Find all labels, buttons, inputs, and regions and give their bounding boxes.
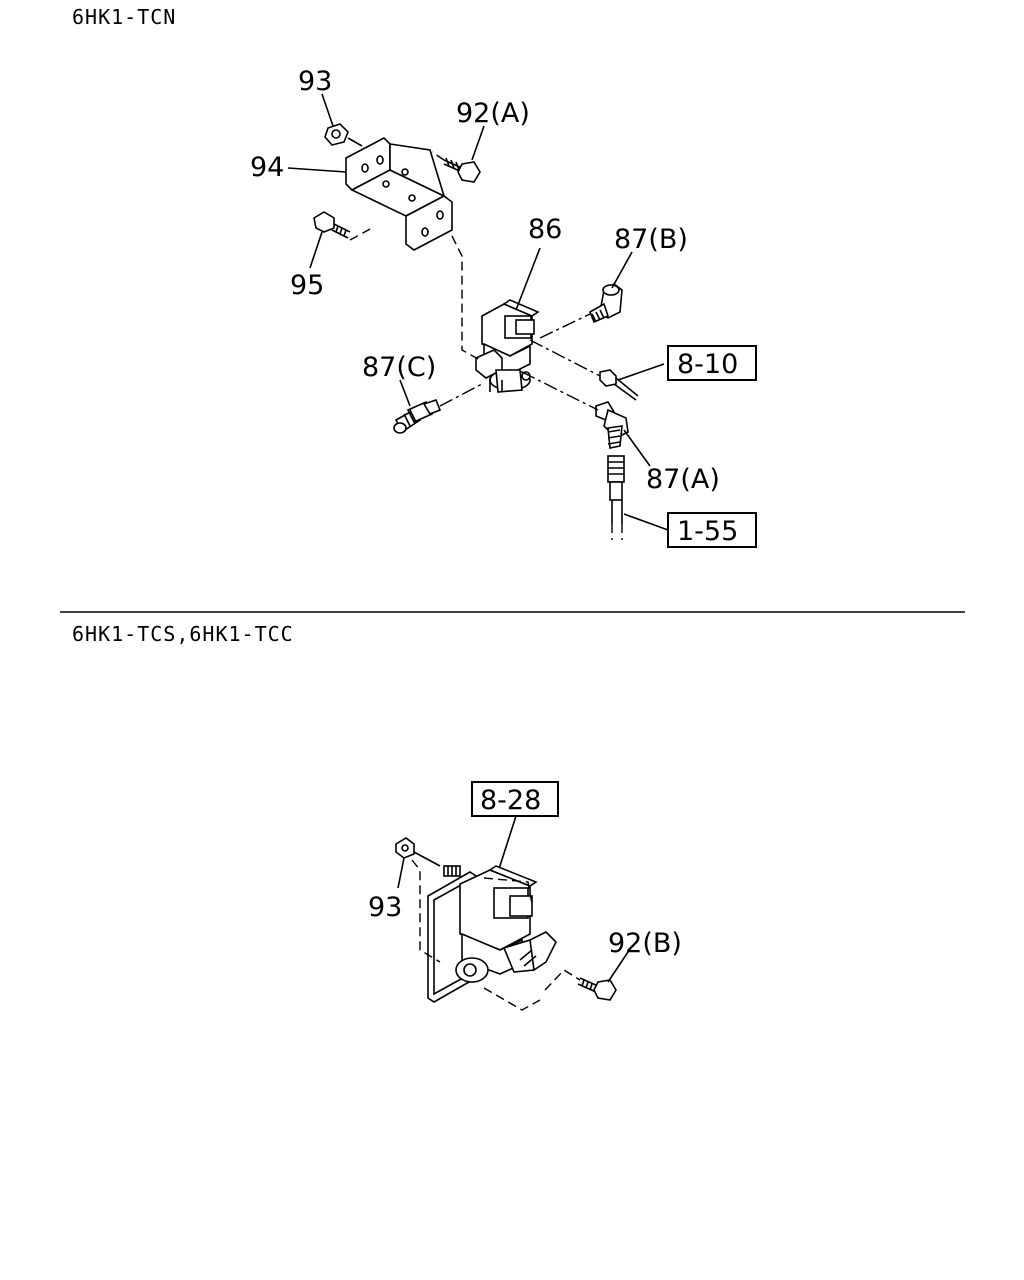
section-title-bottom: 6HK1-TCS,6HK1-TCC — [72, 622, 294, 646]
bolt-95 — [313, 211, 351, 239]
bolt-92a — [443, 157, 481, 183]
ref-1-55: 1-55 — [677, 516, 738, 547]
connector-8-10 — [599, 369, 639, 401]
top-assembly: 93 92(A) 94 95 86 87(B) 87(C) 87(A) 8-10… — [250, 66, 757, 548]
bolt-92b — [577, 977, 617, 1001]
bracket-bolt — [443, 865, 461, 877]
callout-87c: 87(C) — [362, 352, 436, 383]
ref-box-1-55 — [667, 512, 757, 548]
callout-87b: 87(B) — [614, 224, 688, 255]
fitting-87b — [588, 283, 623, 324]
callout-92b: 92(B) — [608, 928, 682, 959]
callout-95: 95 — [290, 270, 324, 301]
ref-8-28: 8-28 — [480, 785, 541, 816]
callout-94: 94 — [250, 152, 284, 183]
ref-box-8-28 — [471, 781, 559, 817]
fitting-87a — [595, 401, 629, 449]
valve-86 — [475, 299, 540, 393]
ref-box-8-10 — [667, 345, 757, 381]
nut-93-top — [324, 123, 349, 146]
callout-93-bottom: 93 — [368, 892, 402, 923]
callout-92a: 92(A) — [456, 98, 530, 129]
valve-8-28 — [455, 865, 557, 983]
callout-93-top: 93 — [298, 66, 332, 97]
callout-86: 86 — [528, 214, 562, 245]
bottom-assembly: 8-28 — [368, 781, 682, 1011]
section-title-top: 6HK1-TCN — [72, 5, 176, 29]
callout-87a: 87(A) — [646, 464, 720, 495]
pipe-1-55 — [607, 455, 625, 540]
ref-8-10: 8-10 — [677, 349, 738, 380]
fitting-87c — [393, 399, 442, 434]
nut-93-bottom — [395, 837, 415, 859]
bracket-94 — [345, 137, 453, 251]
